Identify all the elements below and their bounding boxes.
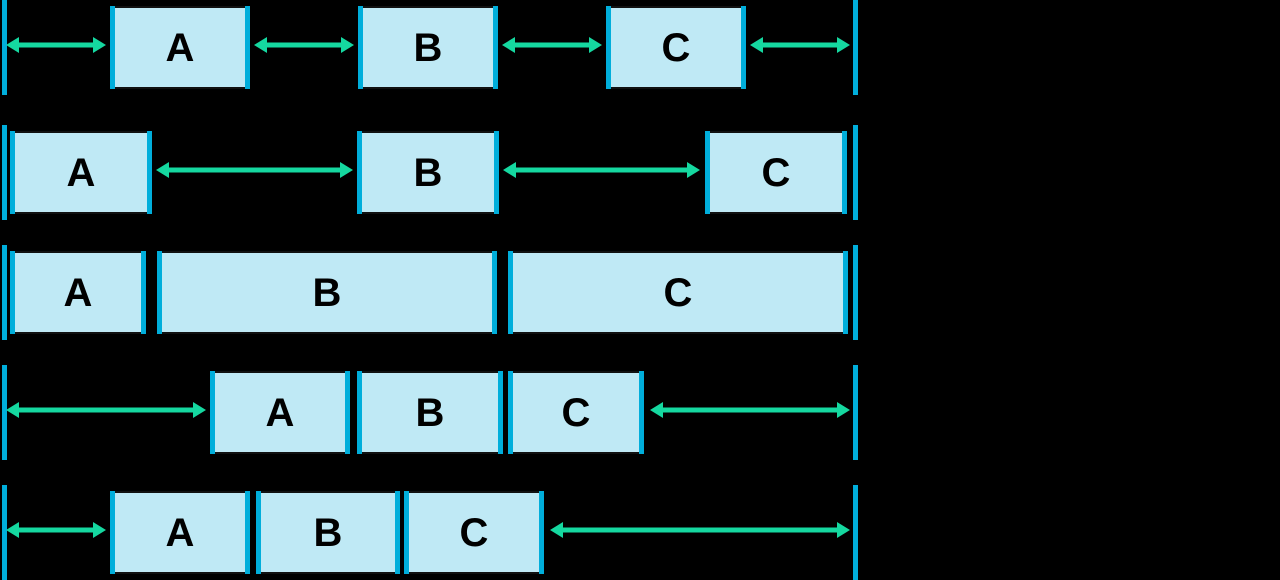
flex-item-label: C — [663, 270, 693, 315]
flex-item-box: B — [157, 251, 497, 334]
flex-item-box: A — [210, 371, 350, 454]
flex-item-box: C — [705, 131, 847, 214]
container-left-edge-rail — [2, 365, 7, 460]
container-right-edge-rail — [853, 0, 858, 95]
flex-container-track: A B C — [0, 485, 858, 580]
free-space-arrow — [550, 519, 850, 541]
flex-row-flex-start: A B C — [0, 485, 1280, 580]
flex-row-space-between: A B C — [0, 125, 1280, 220]
flex-item-box: B — [357, 131, 499, 214]
flex-container-track: A B C — [0, 125, 858, 220]
flex-row-center: A B C — [0, 365, 1280, 460]
flex-item-box: A — [110, 491, 250, 574]
flex-item-box: B — [357, 371, 503, 454]
flex-container-track: A B C — [0, 0, 858, 95]
flex-item-box: A — [10, 251, 146, 334]
flex-container-track: A B C — [0, 365, 858, 460]
container-right-edge-rail — [853, 485, 858, 580]
container-left-edge-rail — [2, 485, 7, 580]
container-right-edge-rail — [853, 245, 858, 340]
flex-item-label: B — [413, 25, 443, 70]
flex-item-box: C — [508, 251, 848, 334]
container-left-edge-rail — [2, 0, 7, 95]
container-left-edge-rail — [2, 125, 7, 220]
container-left-edge-rail — [2, 245, 7, 340]
container-right-edge-rail — [853, 125, 858, 220]
flex-item-box: B — [358, 6, 498, 89]
free-space-arrow — [156, 159, 353, 181]
flex-container-track: A B C — [0, 245, 858, 340]
free-space-arrow — [6, 34, 106, 56]
flex-item-box: A — [10, 131, 152, 214]
flex-item-label: A — [165, 25, 195, 70]
flex-item-label: B — [313, 510, 343, 555]
flex-row-stretch: A B C — [0, 245, 1280, 340]
flex-item-label: A — [165, 510, 195, 555]
flex-item-label: C — [761, 150, 791, 195]
flex-item-label: B — [415, 390, 445, 435]
free-space-arrow — [503, 159, 700, 181]
flex-item-label: C — [459, 510, 489, 555]
flex-item-label: B — [312, 270, 342, 315]
flex-item-box: C — [606, 6, 746, 89]
flex-item-label: C — [661, 25, 691, 70]
flex-item-label: A — [66, 150, 96, 195]
free-space-arrow — [6, 519, 106, 541]
free-space-arrow — [254, 34, 354, 56]
flex-item-label: A — [265, 390, 295, 435]
free-space-arrow — [750, 34, 850, 56]
flex-item-box: B — [256, 491, 400, 574]
flex-item-label: A — [63, 270, 93, 315]
flex-item-label: C — [561, 390, 591, 435]
flex-row-space-around: A B C — [0, 0, 1280, 95]
flex-item-box: C — [404, 491, 544, 574]
free-space-arrow — [650, 399, 850, 421]
free-space-arrow — [502, 34, 602, 56]
container-right-edge-rail — [853, 365, 858, 460]
flex-item-box: C — [508, 371, 644, 454]
free-space-arrow — [6, 399, 206, 421]
flex-item-label: B — [413, 150, 443, 195]
flex-item-box: A — [110, 6, 250, 89]
